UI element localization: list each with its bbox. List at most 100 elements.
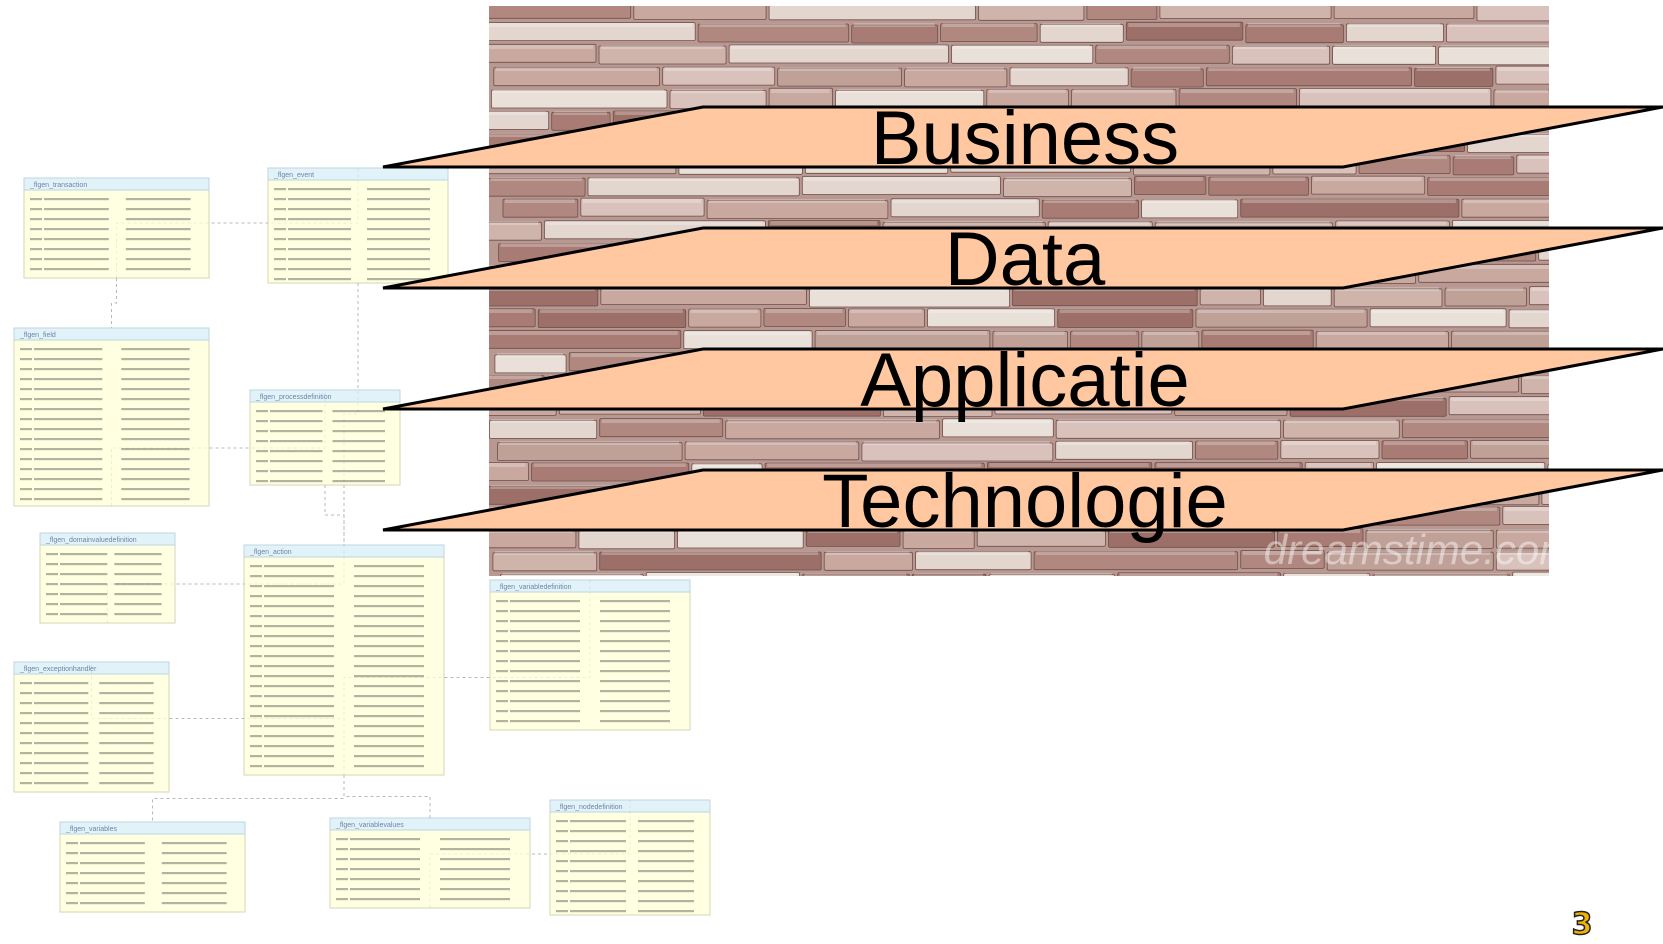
erd-column-row [638, 820, 694, 823]
brick [1438, 46, 1549, 66]
erd-column-row [288, 268, 351, 271]
brick [725, 420, 940, 440]
brick-highlight [853, 23, 935, 27]
erd-column-row [570, 900, 626, 903]
erd-column-row [270, 420, 323, 423]
erd-column-row [20, 408, 32, 411]
brick-highlight [1454, 221, 1549, 225]
erd-column-row [638, 910, 694, 913]
erd-table-body [549, 799, 711, 916]
brick [489, 6, 632, 19]
erd-column-row [510, 600, 580, 603]
erd-column-row [250, 635, 262, 638]
erd-column-row [638, 860, 694, 863]
erd-column-row [638, 870, 694, 873]
brick [1283, 419, 1400, 439]
brick [1003, 178, 1132, 198]
erd-table-body [329, 817, 531, 909]
brick [851, 24, 939, 44]
erd-column-row [20, 438, 32, 441]
erd-column-row [250, 605, 262, 608]
erd-table-title: _flgen_action [249, 549, 292, 556]
brick [1039, 23, 1124, 43]
erd-column-row [44, 268, 109, 271]
erd-column-row [274, 248, 286, 251]
brick [492, 552, 598, 572]
brick [489, 43, 597, 63]
brick [1240, 550, 1325, 569]
brick [1332, 45, 1436, 65]
erd-column-row [274, 278, 286, 281]
erd-column-row [336, 848, 348, 851]
erd-column-row [60, 553, 108, 556]
erd-column-row [264, 725, 334, 728]
erd-column-row [510, 610, 580, 613]
erd-column-row [250, 695, 262, 698]
brick [493, 67, 661, 87]
erd-column-row [270, 470, 323, 473]
brick-highlight [1285, 573, 1367, 576]
erd-column-row [60, 593, 108, 596]
brick [823, 551, 914, 571]
brick [1195, 440, 1279, 460]
erd-table-body [13, 327, 210, 507]
erd-column-row [125, 248, 191, 251]
brick [598, 45, 727, 65]
erd-column-row [121, 368, 190, 371]
erd-column-row [20, 702, 32, 705]
erd-connector [324, 485, 345, 545]
erd-column-row [332, 420, 385, 423]
brick [1326, 551, 1494, 571]
brick-highlight [489, 309, 533, 313]
erd-column-row [99, 772, 154, 775]
brick [537, 309, 687, 329]
brick [489, 329, 682, 349]
erd-column-row [600, 650, 670, 653]
brick [1205, 67, 1412, 87]
erd-column-row [570, 830, 626, 833]
erd-column-row [34, 418, 103, 421]
brick [1401, 419, 1549, 439]
erd-column-row [354, 725, 424, 728]
erd-column-row [121, 398, 190, 401]
erd-table-title: _flgen_field [19, 332, 56, 339]
erd-column-row [556, 860, 568, 863]
erd-column-row [600, 670, 670, 673]
erd-column-row [121, 388, 190, 391]
erd-column-row [354, 715, 424, 718]
erd-column-row [354, 585, 424, 588]
erd-column-row [510, 700, 580, 703]
erd-column-row [332, 410, 385, 413]
brick [706, 200, 889, 220]
erd-column-row [570, 840, 626, 843]
brick [1232, 45, 1331, 65]
erd-column-row [354, 745, 424, 748]
brick-highlight [590, 177, 797, 181]
erd-column-row [270, 450, 323, 453]
brick [951, 44, 1094, 64]
brick [645, 572, 800, 576]
erd-column-row [354, 575, 424, 578]
brick [489, 308, 536, 328]
erd-column-row [99, 682, 154, 685]
erd-column-row [46, 563, 58, 566]
layer-applicatie: Applicatie [382, 338, 1663, 423]
brick-highlight [582, 199, 702, 203]
erd-column-row [80, 892, 145, 895]
brick [1476, 6, 1549, 22]
brick [1283, 573, 1371, 576]
brick-highlight [1313, 177, 1422, 181]
erd-column-row [288, 218, 351, 221]
erd-column-row [336, 838, 348, 841]
brick-highlight [1463, 199, 1549, 203]
erd-column-row [121, 498, 190, 501]
erd-column-row [264, 585, 334, 588]
brick-highlight [1429, 177, 1549, 181]
erd-column-row [600, 610, 670, 613]
erd-column-row [600, 680, 670, 683]
brick-highlight [709, 199, 885, 203]
erd-column-row [66, 892, 78, 895]
brick-highlight [601, 45, 724, 49]
erd-column-row [66, 852, 78, 855]
